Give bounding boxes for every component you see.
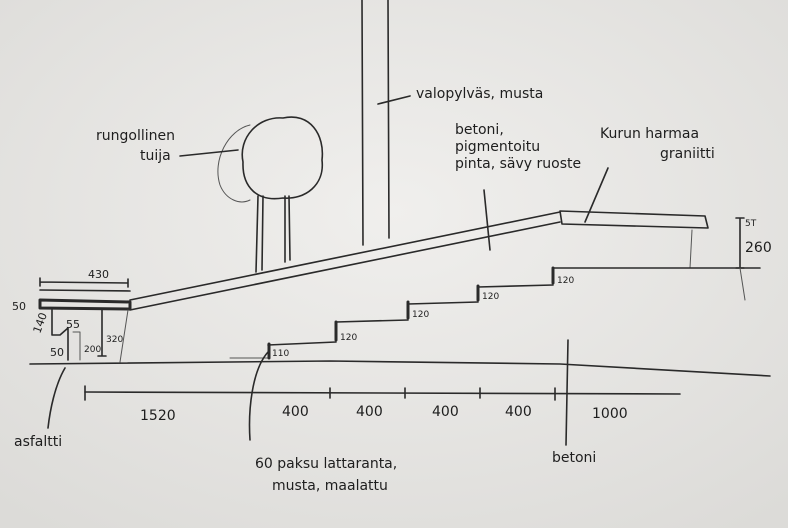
dim-horizontal-4: 400 xyxy=(432,404,459,420)
dim-granite-height: 260 xyxy=(745,240,772,256)
dim-notch-bottom: 50 xyxy=(50,346,64,359)
dim-bench-width: 430 xyxy=(88,268,109,281)
dim-step-1: 110 xyxy=(272,349,289,359)
edge-leader xyxy=(248,351,269,441)
edge-label-line1: 60 paksu lattaranta, xyxy=(255,456,397,472)
tree xyxy=(179,116,324,273)
dim-step-4: 120 xyxy=(482,292,499,302)
concrete-leader xyxy=(565,339,569,446)
dim-granite-thickness: 5T xyxy=(745,219,757,229)
granite-label-line2: graniitti xyxy=(660,146,715,162)
ramp-label-line2: pigmentoitu xyxy=(455,139,540,155)
horizontal-dimension-line xyxy=(84,385,681,401)
dim-horizontal-2: 400 xyxy=(282,404,309,420)
dim-step-2: 120 xyxy=(340,333,357,343)
steps xyxy=(267,266,761,360)
tree-label-line1: rungollinen xyxy=(96,128,175,144)
dim-horizontal-5: 400 xyxy=(505,404,532,420)
light-pole xyxy=(361,0,411,246)
dim-inner-height: 200 xyxy=(84,345,101,355)
edge-label-line2: musta, maalattu xyxy=(272,478,388,494)
asphalt-label: asfaltti xyxy=(14,434,62,450)
dim-horizontal-1: 1520 xyxy=(140,408,176,424)
dim-step-5: 120 xyxy=(557,276,574,286)
pole-label: valopylväs, musta xyxy=(416,86,543,102)
dim-step-3: 120 xyxy=(412,310,429,320)
tree-label-line2: tuija xyxy=(140,148,171,164)
ramp-label-line3: pinta, sävy ruoste xyxy=(455,156,581,172)
dim-horizontal-3: 400 xyxy=(356,404,383,420)
ramp xyxy=(129,189,561,311)
ramp-label-line1: betoni, xyxy=(455,122,504,138)
dim-notch-top: 55 xyxy=(66,318,80,331)
concrete-label: betoni xyxy=(552,450,596,466)
ground-line xyxy=(29,357,771,377)
bench xyxy=(38,277,132,363)
dim-horizontal-6: 1000 xyxy=(592,406,628,422)
dim-bench-height: 320 xyxy=(106,335,123,345)
asphalt-leader xyxy=(47,367,66,429)
granite-label-line1: Kurun harmaa xyxy=(600,126,699,142)
dim-bench-thickness: 50 xyxy=(12,300,26,313)
